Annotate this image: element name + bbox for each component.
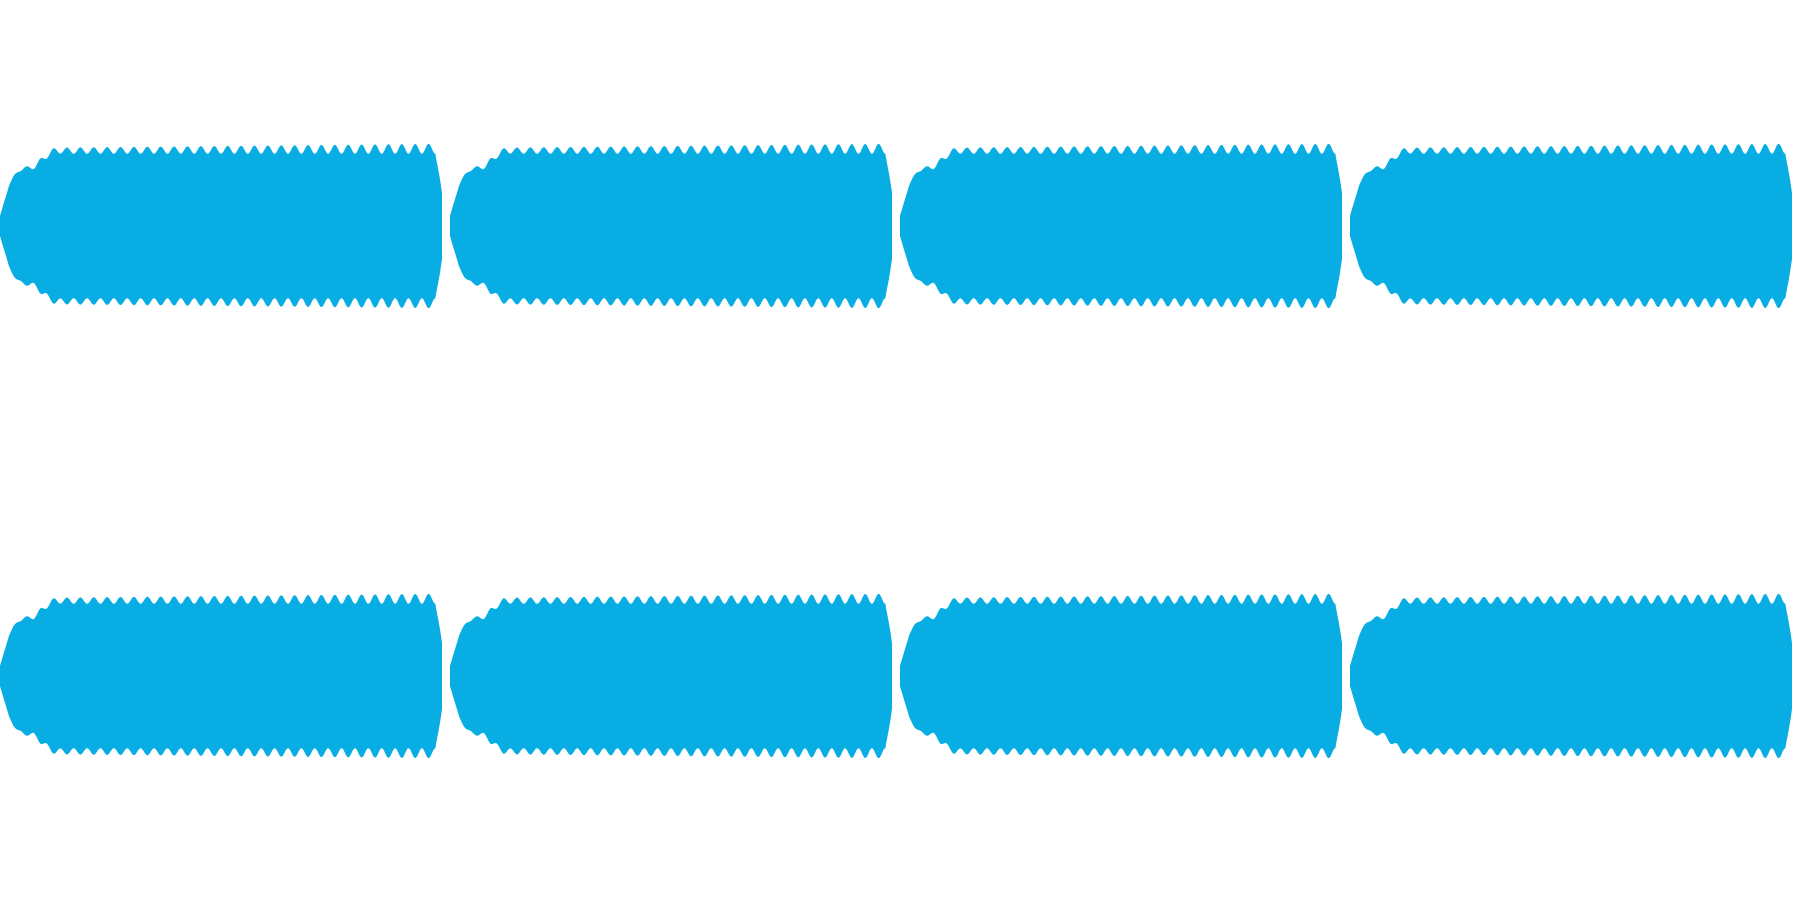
- waveform-segment: [1350, 143, 1792, 309]
- waveform-segment: [450, 143, 892, 309]
- waveform-segment: [900, 593, 1342, 759]
- waveform-segment: [0, 143, 442, 309]
- waveform-segment: [450, 593, 892, 759]
- channels-layer: [0, 143, 1792, 759]
- waveform-segment: [1350, 593, 1792, 759]
- channel-2: [0, 593, 1792, 759]
- channel-1: [0, 143, 1792, 309]
- waveform-segment: [0, 593, 442, 759]
- waveform-segment: [900, 143, 1342, 309]
